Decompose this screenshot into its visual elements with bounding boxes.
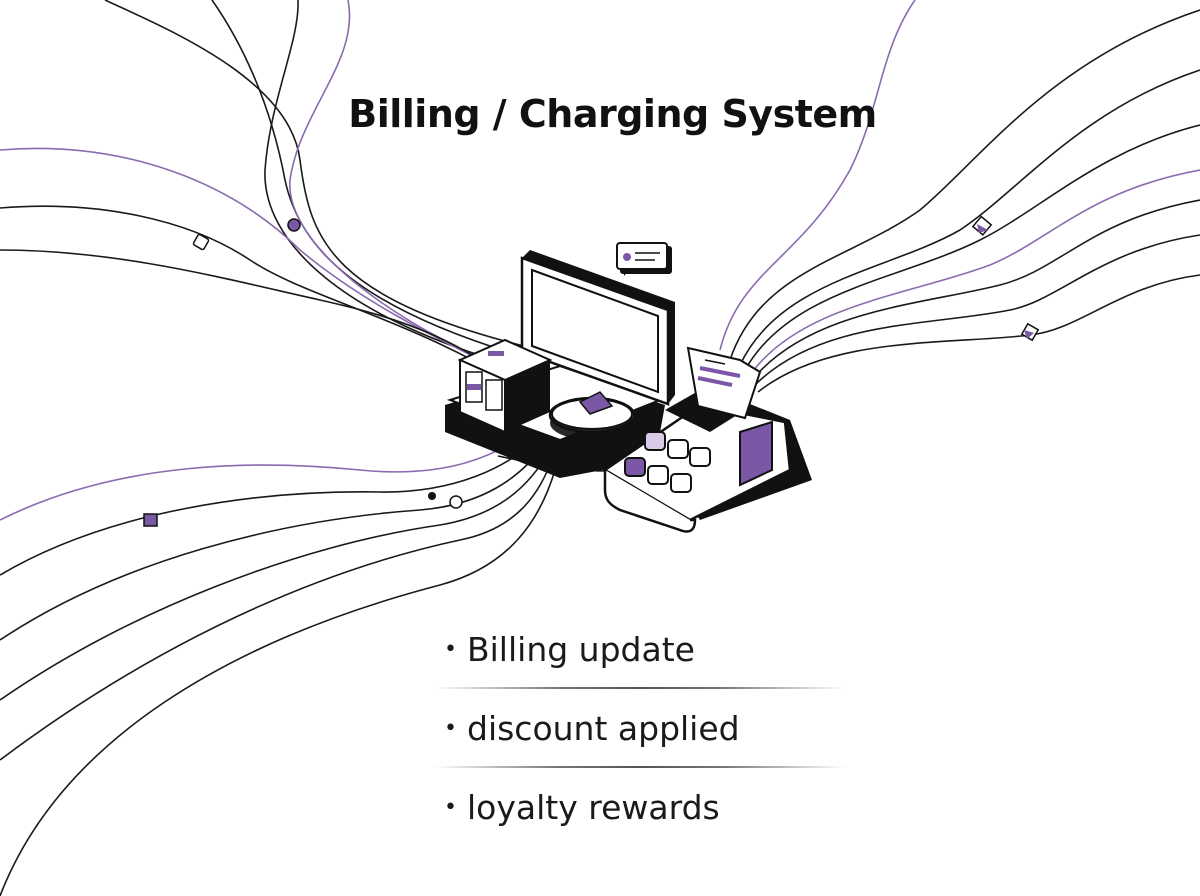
divider: [434, 687, 846, 689]
monitor-icon: [520, 250, 675, 440]
list-item: • Billing update: [434, 610, 846, 689]
list-item: • discount applied: [434, 689, 846, 768]
page-title: Billing / Charging System: [348, 92, 877, 136]
chat-bubble-icon: [616, 242, 672, 276]
flow-markers: [143, 215, 1040, 527]
list-item: • loyalty rewards: [434, 768, 846, 847]
bullet-icon: •: [444, 716, 457, 741]
list-item-label: discount applied: [467, 709, 740, 748]
flow-lines-top-left: [0, 0, 546, 411]
bullet-icon: •: [444, 795, 457, 820]
bullet-icon: •: [444, 637, 457, 662]
list-item-label: loyalty rewards: [467, 788, 720, 827]
divider: [434, 766, 846, 768]
storage-box-icon: [457, 338, 553, 434]
flow-lines-bottom-left: [0, 419, 556, 896]
keypad-icon: [624, 431, 711, 493]
list-item-label: Billing update: [467, 630, 695, 669]
flow-lines-right: [719, 0, 1200, 393]
feature-list: • Billing update • discount applied • lo…: [434, 610, 846, 847]
